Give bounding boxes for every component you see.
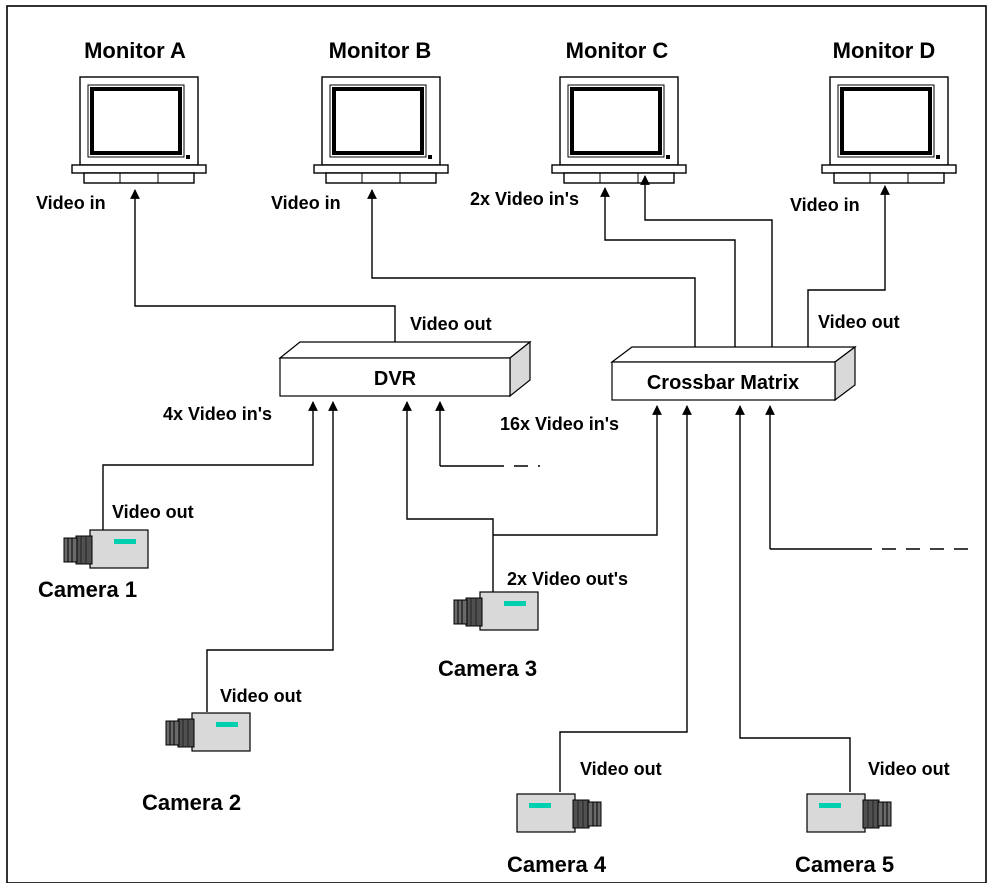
crossbar-matrix-label: Crossbar Matrix xyxy=(647,372,799,394)
monitor-d-input-label: Video in xyxy=(790,195,860,215)
wire-matrix-to-monitor-d xyxy=(807,185,890,347)
monitor-c-icon xyxy=(550,75,688,185)
monitor-b-icon xyxy=(312,75,450,185)
camera-1: Video out Camera 1 xyxy=(38,502,194,602)
crossbar-matrix-device: Crossbar Matrix xyxy=(610,345,857,402)
camera-2: Video out Camera 2 xyxy=(142,686,302,815)
wire-dvr-to-monitor-a xyxy=(130,189,396,342)
monitor-b: Monitor B Video in xyxy=(271,38,450,213)
camera-4-output-label: Video out xyxy=(580,759,662,779)
monitor-a: Monitor A Video in xyxy=(36,38,208,213)
camera-4-name: Camera 4 xyxy=(507,852,607,877)
wire-camera2-to-dvr xyxy=(206,401,338,712)
wire-matrix-to-monitor-c-1 xyxy=(600,187,736,347)
dvr-label: DVR xyxy=(374,368,417,390)
camera-3-name: Camera 3 xyxy=(438,656,537,681)
dvr-output-label: Video out xyxy=(410,314,492,334)
monitor-b-title: Monitor B xyxy=(329,38,432,63)
monitor-a-title: Monitor A xyxy=(84,38,186,63)
monitor-a-input-label: Video in xyxy=(36,193,106,213)
wire-camera3-to-dvr xyxy=(402,401,494,592)
camera-4: Video out Camera 4 xyxy=(507,759,662,877)
matrix-inputs-label: 16x Video in's xyxy=(500,414,619,434)
camera-1-output-label: Video out xyxy=(112,502,194,522)
monitor-c-input-label: 2x Video in's xyxy=(470,189,579,209)
monitor-d: Monitor D Video in xyxy=(790,38,958,215)
monitor-d-title: Monitor D xyxy=(833,38,936,63)
monitor-c-title: Monitor C xyxy=(566,38,669,63)
matrix-output-label: Video out xyxy=(818,312,900,332)
camera-5-output-label: Video out xyxy=(868,759,950,779)
wire-camera3-to-matrix xyxy=(493,405,662,536)
camera-1-name: Camera 1 xyxy=(38,577,137,602)
camera-3: 2x Video out's Camera 3 xyxy=(438,569,628,681)
monitor-c: Monitor C 2x Video in's xyxy=(470,38,688,209)
camera-4-icon xyxy=(516,793,602,833)
dvr-device: DVR xyxy=(278,340,532,398)
dvr-inputs-label: 4x Video in's xyxy=(163,404,272,424)
camera-2-output-label: Video out xyxy=(220,686,302,706)
monitor-d-icon xyxy=(820,75,958,185)
camera-5-icon xyxy=(806,793,892,833)
monitor-a-icon xyxy=(70,75,208,185)
camera-5-name: Camera 5 xyxy=(795,852,894,877)
wire-matrix-to-monitor-b xyxy=(367,189,696,347)
wire-camera5-to-matrix xyxy=(735,405,851,792)
monitor-b-input-label: Video in xyxy=(271,193,341,213)
camera-1-icon xyxy=(63,529,149,569)
camera-2-icon xyxy=(165,712,251,752)
camera-2-name: Camera 2 xyxy=(142,790,241,815)
camera-5: Video out Camera 5 xyxy=(795,759,950,877)
wire-matrix-to-monitor-c-2 xyxy=(640,175,773,347)
wire-camera4-to-matrix xyxy=(559,405,692,792)
camera-3-output-label: 2x Video out's xyxy=(507,569,628,589)
wire-camera1-to-dvr xyxy=(102,401,318,530)
camera-3-icon xyxy=(453,591,539,631)
